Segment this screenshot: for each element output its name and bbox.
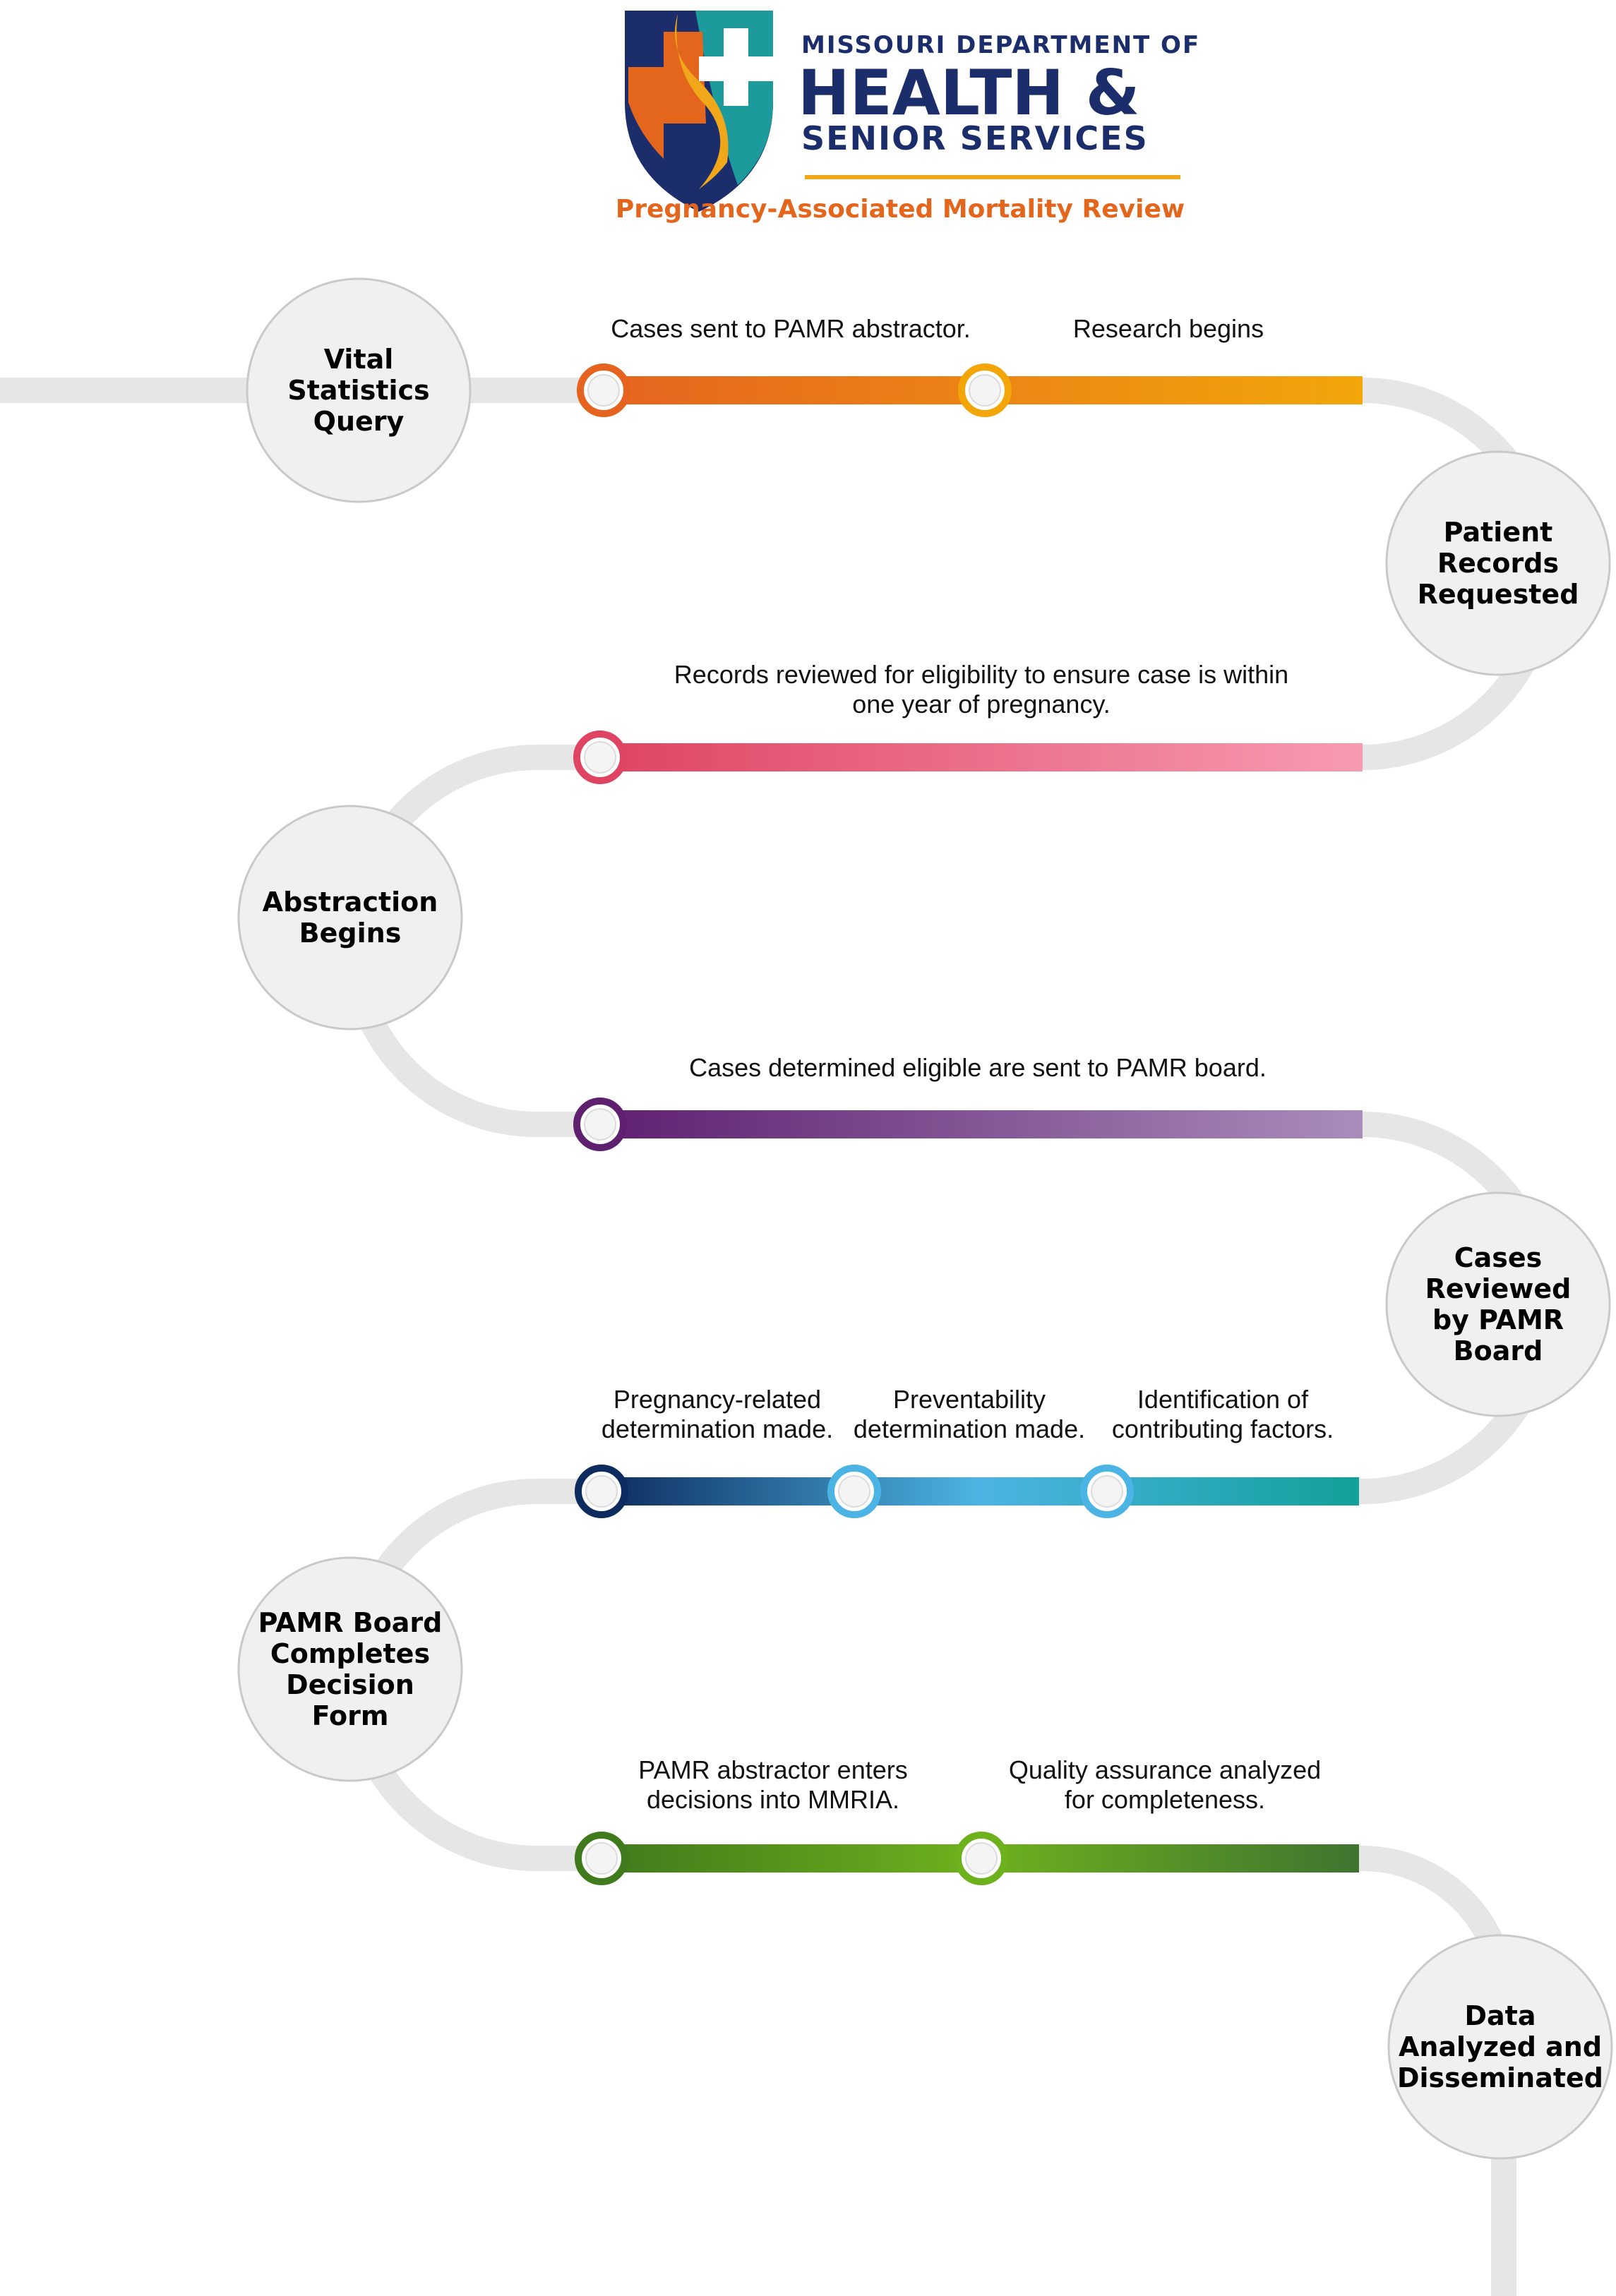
timeline-track (0, 378, 1559, 2296)
milestone-label: Cases determined eligible are sent to PA… (689, 1053, 1267, 1082)
step-circle (1385, 450, 1611, 676)
step-circle (237, 1556, 463, 1782)
milestone-node (575, 1465, 628, 1518)
milestone-node (573, 731, 627, 784)
milestone-label: Research begins (1073, 314, 1264, 343)
segment-3: Cases determined eligible are sent to PA… (573, 1053, 1363, 1151)
org-name-line2: HEALTH & (798, 56, 1139, 129)
milestone-node (827, 1465, 881, 1518)
segment-bar (600, 1110, 1363, 1138)
segment-2: Records reviewed for eligibility to ensu… (573, 660, 1363, 784)
step-circle (1387, 1934, 1613, 2160)
org-name-line1: MISSOURI DEPARTMENT OF (801, 31, 1200, 59)
milestone-node (954, 1832, 1008, 1885)
subtitle: Pregnancy-Associated Mortality Review (616, 195, 1185, 224)
milestone-node (573, 1098, 627, 1151)
org-name-line3: SENIOR SERVICES (801, 119, 1149, 157)
logo-underline (805, 175, 1180, 179)
header: MISSOURI DEPARTMENT OF HEALTH & SENIOR S… (616, 11, 1200, 224)
segment-bar (600, 1477, 1359, 1505)
timeline-segments: Cases sent to PAMR abstractor. Research b… (573, 314, 1363, 1885)
segment-1: Cases sent to PAMR abstractor. Research b… (577, 314, 1363, 417)
milestone-node (958, 363, 1012, 417)
milestone-node (575, 1832, 628, 1885)
milestone-label: Records reviewed for eligibility to ensu… (674, 660, 1288, 719)
shield-cross-logo-icon (625, 11, 773, 212)
step-circle (246, 277, 472, 503)
milestone-node (577, 363, 630, 417)
segment-bar (600, 743, 1363, 771)
milestone-label: Cases sent to PAMR abstractor. (611, 314, 971, 343)
step-circle (237, 805, 463, 1030)
step-circle (1385, 1191, 1611, 1417)
milestone-node (1080, 1465, 1134, 1518)
